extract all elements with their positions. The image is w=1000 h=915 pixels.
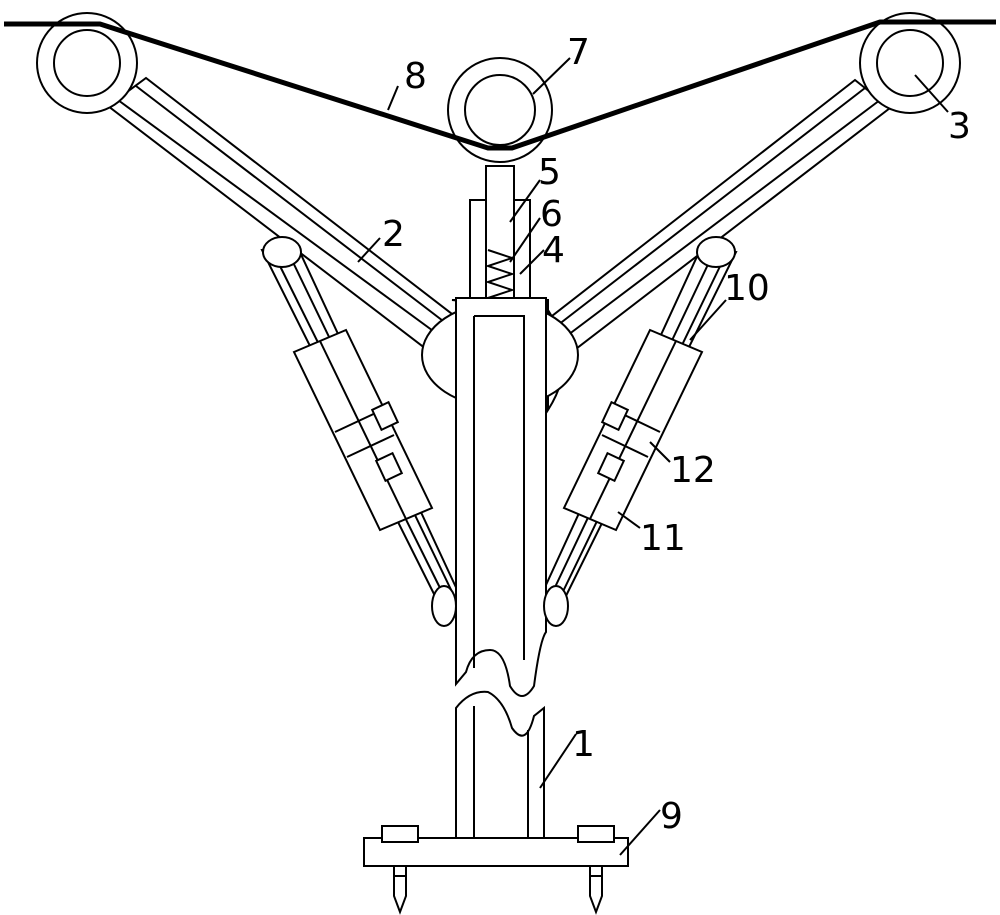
left-brace-top-joint	[262, 236, 302, 268]
left-arm	[106, 76, 454, 357]
leader-1	[539, 733, 577, 789]
label-7: 7	[567, 32, 590, 73]
leader-2	[357, 237, 381, 263]
label-12: 12	[670, 450, 716, 491]
label-5: 5	[538, 152, 561, 193]
leader-12	[649, 441, 671, 463]
leader-3	[914, 74, 949, 113]
label-4: 4	[542, 230, 565, 271]
pole-lower	[455, 690, 545, 839]
pulley-left	[36, 12, 138, 114]
right-brace	[538, 248, 738, 610]
label-10: 10	[724, 268, 770, 309]
leader-11	[617, 511, 641, 529]
leader-4	[519, 249, 545, 275]
right-brace-bottom-joint	[543, 585, 569, 627]
cable	[4, 19, 996, 151]
label-3: 3	[948, 106, 971, 147]
right-brace-top-joint	[696, 236, 736, 268]
pole-upper	[455, 297, 547, 697]
label-6: 6	[540, 194, 563, 235]
telescopic-tube	[469, 165, 531, 299]
leader-9	[619, 809, 661, 856]
leader-10	[689, 299, 727, 341]
label-11: 11	[640, 518, 686, 559]
leader-5	[509, 179, 541, 223]
label-1: 1	[572, 724, 595, 765]
base-plate	[363, 825, 629, 915]
left-brace-bottom-joint	[431, 585, 457, 627]
right-arm	[550, 78, 892, 357]
label-8: 8	[404, 56, 427, 97]
left-brace	[260, 246, 462, 608]
leader-6	[509, 217, 541, 263]
pulley-right	[859, 12, 961, 114]
label-2: 2	[382, 214, 405, 255]
leader-7	[532, 57, 571, 95]
label-9: 9	[660, 796, 683, 837]
leader-8	[387, 85, 399, 111]
pulley-center	[447, 57, 553, 163]
